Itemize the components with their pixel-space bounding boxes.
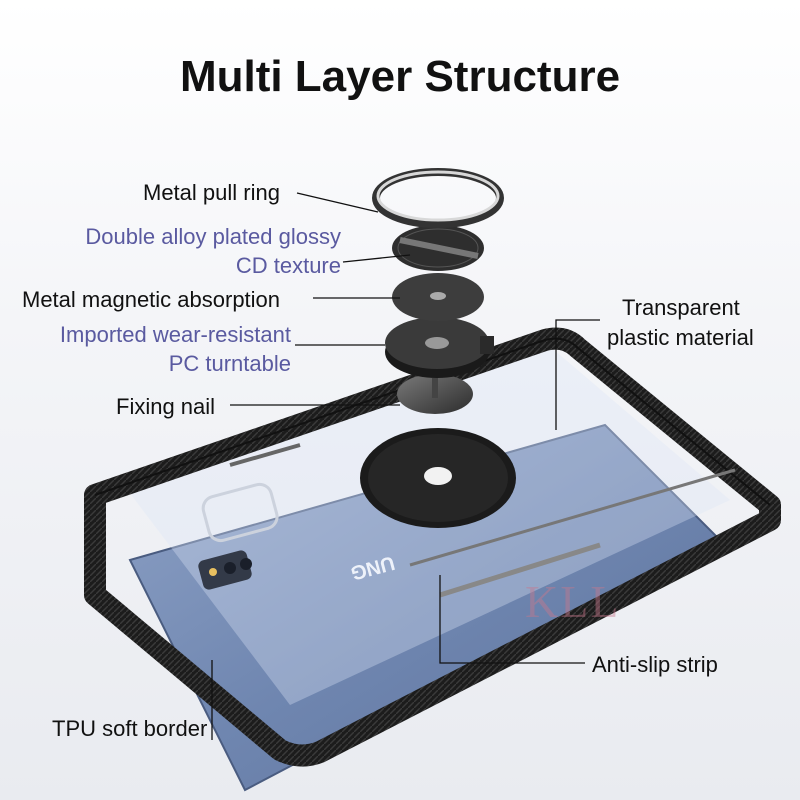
label-imported-line2: PC turntable [168, 351, 291, 376]
turntable-base-disc [360, 428, 516, 528]
watermark: KLL [525, 576, 621, 627]
label-fixing-nail: Fixing nail [116, 394, 216, 419]
fixing-nail-part [397, 374, 473, 414]
label-anti-slip: Anti-slip strip [592, 652, 718, 677]
label-imported-line1: Imported wear-resistant [59, 322, 291, 347]
camera-module [198, 482, 279, 590]
label-metal-magnetic: Metal magnetic absorption [22, 287, 281, 312]
label-transparent-line2: plastic material [607, 325, 754, 350]
magnetic-plate-part [392, 273, 484, 321]
cd-texture-plate-part [392, 225, 484, 271]
page-title: Multi Layer Structure [179, 52, 621, 101]
metal-pull-ring-part [372, 168, 504, 228]
leader-lines [211, 192, 600, 740]
label-transparent-line1: Transparent [622, 295, 740, 320]
label-metal-pull-ring: Metal pull ring [143, 180, 280, 205]
label-double-alloy-line2: CD texture [235, 253, 341, 278]
pc-turntable-part [385, 317, 494, 378]
label-double-alloy-line1: Double alloy plated glossy [85, 224, 341, 249]
label-tpu: TPU soft border [52, 716, 208, 741]
